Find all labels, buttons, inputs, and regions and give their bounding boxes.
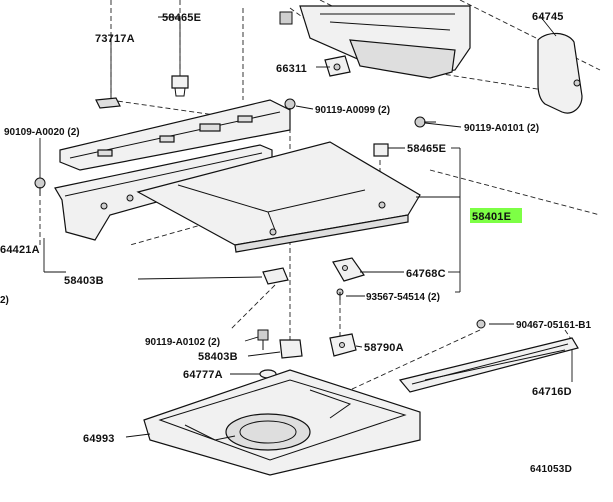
bolt-90119-a0101 [414, 116, 436, 128]
bolt-90109-a0020 [34, 177, 46, 196]
label-64745: 64745 [532, 11, 564, 23]
diagram-code: 641053D [530, 464, 572, 475]
label-90119-a0099: 90119-A0099 (2) [315, 105, 390, 116]
label-64421a: 64421A [0, 244, 40, 256]
hook-58403b-upper [262, 267, 289, 285]
label-73717a: 73717A [95, 33, 135, 45]
clip-58465-top [171, 75, 189, 97]
leader-lines [39, 15, 573, 438]
label-58403b-upper: 58403B [64, 275, 104, 287]
side-cover-64745 [537, 32, 583, 114]
label-66311: 66311 [276, 63, 307, 75]
label-64768c: 64768C [406, 268, 446, 280]
label-58790a: 58790A [364, 342, 404, 354]
latch-64768c [332, 257, 365, 282]
label-90109-a0020: 90109-A0020 (2) [4, 127, 80, 138]
label-93567: 93567-54514 (2) [366, 292, 440, 303]
scuff-plate-64716 [398, 337, 579, 393]
label-58403b-lower: 58403B [198, 351, 238, 363]
hook-58403b-lower [279, 339, 303, 359]
bracket-58790a [329, 333, 357, 357]
labels: 58465E 73717A 66311 64745 90119-A0099 (2… [0, 11, 591, 475]
deck-board-58401 [136, 141, 421, 253]
upper-deck-strip [59, 99, 291, 171]
hook-66311 [324, 55, 351, 77]
label-58465e-top: 58465E [162, 12, 201, 24]
label-58401e: 58401E [472, 211, 511, 223]
label-64777a: 64777A [183, 369, 223, 381]
group-bracket [448, 147, 461, 293]
label-90467: 90467-05161-B1 [516, 320, 591, 331]
screw-93567 [336, 288, 344, 300]
floor-tray-64993 [143, 369, 421, 476]
pad-73717 [95, 97, 121, 109]
quarter-trim-panel [279, 5, 471, 79]
label-58465e-mid: 58465E [407, 143, 446, 155]
label-edge-fragment: 2) [0, 295, 9, 306]
label-64993: 64993 [83, 433, 115, 445]
highlight-58401e [470, 208, 522, 223]
label-64716d: 64716D [532, 386, 572, 398]
bolt-90119-a0102 [257, 329, 269, 350]
label-90119-a0102: 90119-A0102 (2) [145, 337, 220, 348]
clip-58465-mid [373, 143, 389, 157]
clip-90467 [476, 319, 486, 329]
label-90119-a0101: 90119-A0101 (2) [464, 123, 539, 134]
